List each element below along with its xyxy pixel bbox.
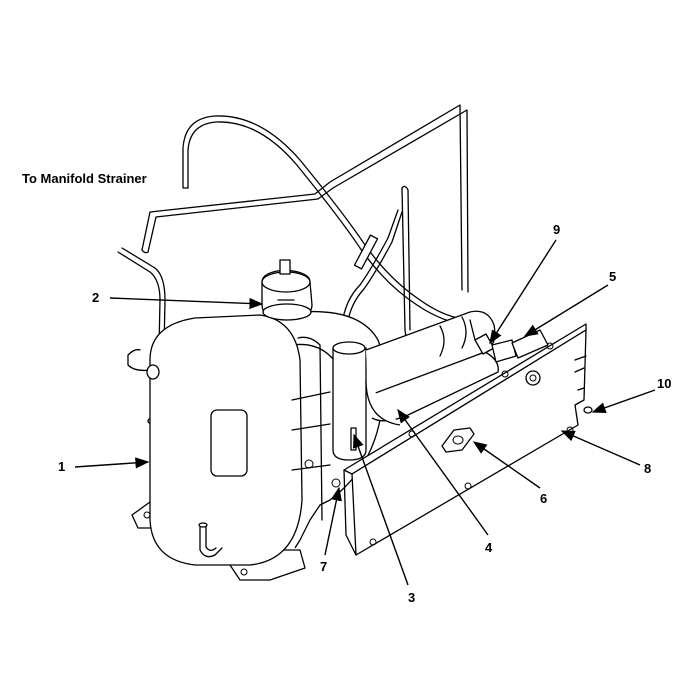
callout-9: 9 — [553, 222, 560, 237]
callout-3: 3 — [408, 590, 415, 605]
callout-6: 6 — [540, 491, 547, 506]
discharge-line-tube — [141, 104, 469, 293]
callout-10: 10 — [657, 376, 671, 391]
callout-8: 8 — [644, 461, 651, 476]
callout-1: 1 — [58, 459, 65, 474]
compressor-body — [127, 310, 387, 581]
mounting-bracket-part-8 — [343, 323, 593, 556]
cover-plate-part-6 — [441, 427, 475, 453]
callout-7: 7 — [320, 559, 327, 574]
manifold-strainer-caption: To Manifold Strainer — [22, 171, 147, 186]
service-valve-part-5 — [469, 319, 549, 363]
heat-exchanger-part-4 — [365, 310, 499, 426]
manifold-strainer-tube — [182, 115, 471, 327]
callout-5: 5 — [609, 269, 616, 284]
muffler-part-2 — [261, 259, 313, 321]
accumulator-part-3 — [332, 341, 367, 461]
callout-2: 2 — [92, 290, 99, 305]
callout-leaders — [74, 239, 656, 586]
callout-4: 4 — [485, 540, 493, 555]
